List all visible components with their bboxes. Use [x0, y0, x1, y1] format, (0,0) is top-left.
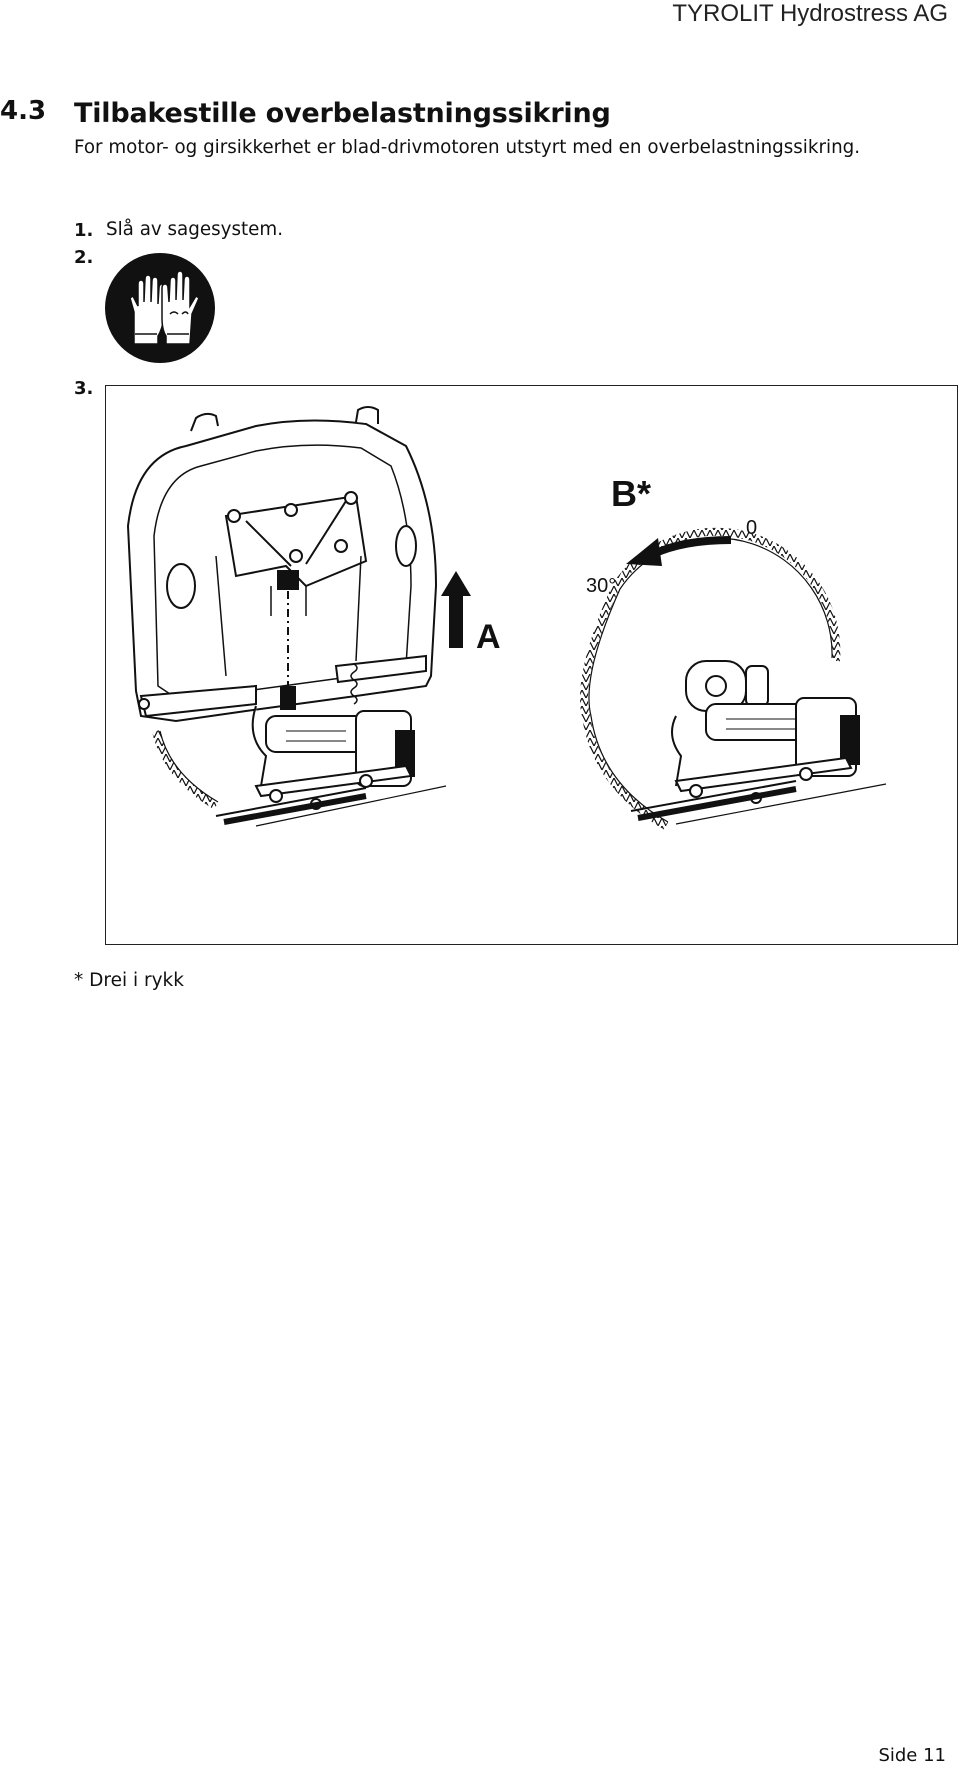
- section-intro: For motor- og girsikkerhet er blad-drivm…: [74, 137, 861, 158]
- protective-gloves-icon: [104, 252, 216, 364]
- angle-zero: 0: [746, 517, 757, 539]
- step-2-number: 2.: [74, 247, 94, 268]
- section-title: Tilbakestille overbelastningssikring: [74, 98, 611, 129]
- carriage-left: [251, 705, 415, 810]
- step-3-number: 3.: [74, 378, 94, 399]
- step-1-number: 1.: [74, 220, 94, 241]
- lift-arrow-icon: [441, 571, 471, 648]
- guard-frame: [215, 491, 368, 677]
- angle-thirty: 30°: [586, 575, 616, 597]
- label-a: A: [476, 618, 501, 656]
- page-number: Side 11: [878, 1745, 946, 1766]
- blade-teeth-right: [580, 527, 841, 830]
- blade-teeth-left: [152, 730, 219, 810]
- coupling: [280, 686, 296, 710]
- saw-illustration: A B* 0 30°: [126, 406, 887, 830]
- rail-right: [630, 780, 887, 825]
- rail-left: [215, 785, 447, 827]
- step-1-text: Slå av sagesystem.: [106, 219, 284, 240]
- spring: [350, 663, 358, 705]
- blade-guard: [126, 406, 438, 723]
- saw-reset-figure: A B* 0 30°: [105, 385, 958, 945]
- label-b: B*: [611, 473, 651, 514]
- carriage-right: [671, 660, 860, 804]
- section-number: 4.3: [0, 96, 47, 126]
- footnote: * Drei i rykk: [74, 970, 184, 991]
- company-header: TYROLIT Hydrostress AG: [672, 0, 948, 27]
